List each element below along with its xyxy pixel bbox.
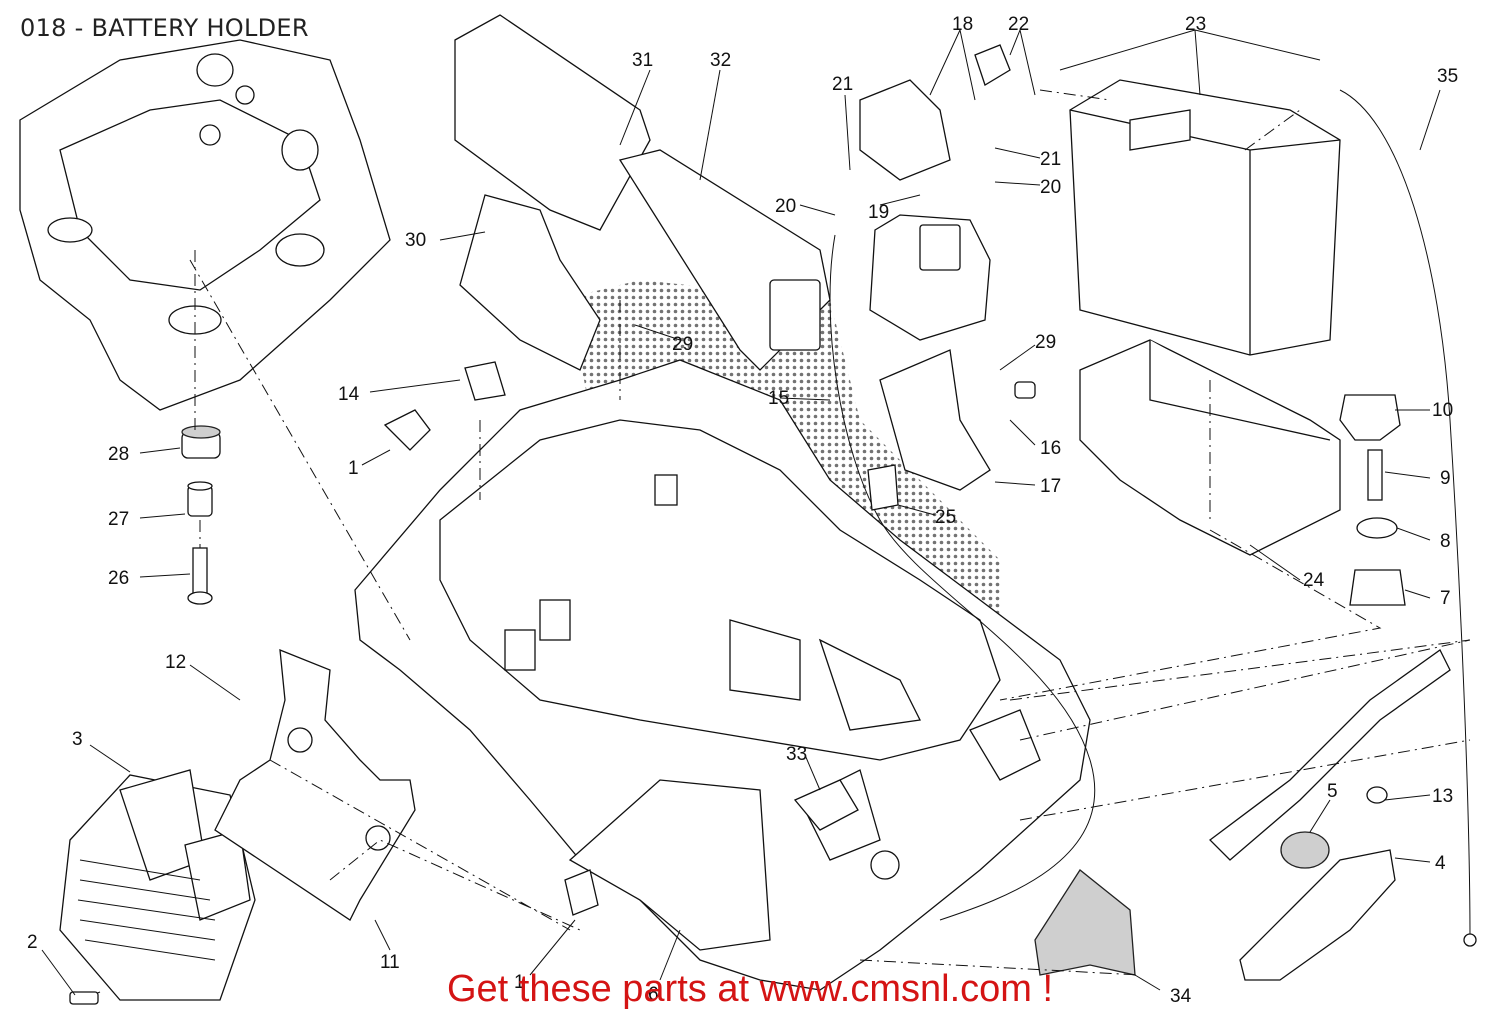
callout-16: 16 [1040, 438, 1061, 459]
callout-17: 17 [1040, 476, 1061, 497]
callout-2: 2 [27, 932, 38, 953]
ground-cable [1339, 89, 1471, 941]
callout-11: 11 [380, 952, 400, 973]
callout-34: 34 [1170, 986, 1192, 1007]
callout-14: 14 [338, 384, 360, 405]
callout-23: 23 [1185, 14, 1206, 35]
callout-21-left: 21 [832, 74, 853, 95]
assembly-centerlines [189, 89, 1471, 976]
callout-15: 15 [768, 388, 789, 409]
callout-13: 13 [1432, 786, 1453, 807]
callout-labels: 31 32 30 14 1 28 27 26 12 3 2 11 1 6 33 … [27, 14, 1458, 1007]
positive-cable [829, 234, 1096, 921]
callout-32: 32 [710, 50, 731, 71]
callout-24: 24 [1303, 570, 1325, 591]
callout-33: 33 [786, 744, 807, 765]
callout-leaders [41, 29, 1441, 996]
callout-5: 5 [1327, 781, 1338, 802]
callout-30: 30 [405, 230, 426, 251]
frame-subassembly [19, 39, 391, 411]
callout-29-right: 29 [1035, 332, 1056, 353]
callout-1-lower: 1 [514, 972, 525, 993]
right-hardware [1209, 394, 1451, 981]
battery-retainer-box [1079, 339, 1341, 556]
callout-25: 25 [935, 507, 956, 528]
callout-29-left: 29 [672, 334, 693, 355]
starter-relay [859, 44, 1011, 341]
callout-3: 3 [72, 729, 83, 750]
callout-10: 10 [1432, 400, 1453, 421]
callout-1-upper: 1 [348, 458, 359, 479]
callout-19: 19 [868, 202, 889, 223]
page-title: 018 - BATTERY HOLDER [20, 14, 309, 42]
speed-clips [383, 349, 1036, 916]
callout-7: 7 [1440, 588, 1451, 609]
callout-28: 28 [108, 444, 129, 465]
callout-22: 22 [1008, 14, 1029, 35]
callout-8: 8 [1440, 531, 1451, 552]
callout-20-right: 20 [1040, 177, 1061, 198]
callout-6: 6 [648, 984, 659, 1005]
callout-27: 27 [108, 509, 129, 530]
promo-banner-link[interactable]: Get these parts at www.cmsnl.com ! [446, 968, 1054, 1010]
callout-21-right: 21 [1040, 149, 1061, 170]
callout-18: 18 [952, 14, 973, 35]
voltage-regulator [59, 769, 256, 1005]
callout-9: 9 [1440, 468, 1451, 489]
mounting-stack-left [181, 425, 221, 605]
battery-covers [454, 14, 831, 371]
callout-35: 35 [1437, 66, 1458, 87]
battery [1069, 79, 1341, 356]
callout-20-left: 20 [775, 196, 796, 217]
ground-cable-terminal [1463, 933, 1477, 947]
callout-12: 12 [165, 652, 186, 673]
callout-31: 31 [632, 50, 653, 71]
callout-26: 26 [108, 568, 129, 589]
protective-cover-34 [1034, 869, 1136, 976]
callout-4: 4 [1435, 853, 1446, 874]
